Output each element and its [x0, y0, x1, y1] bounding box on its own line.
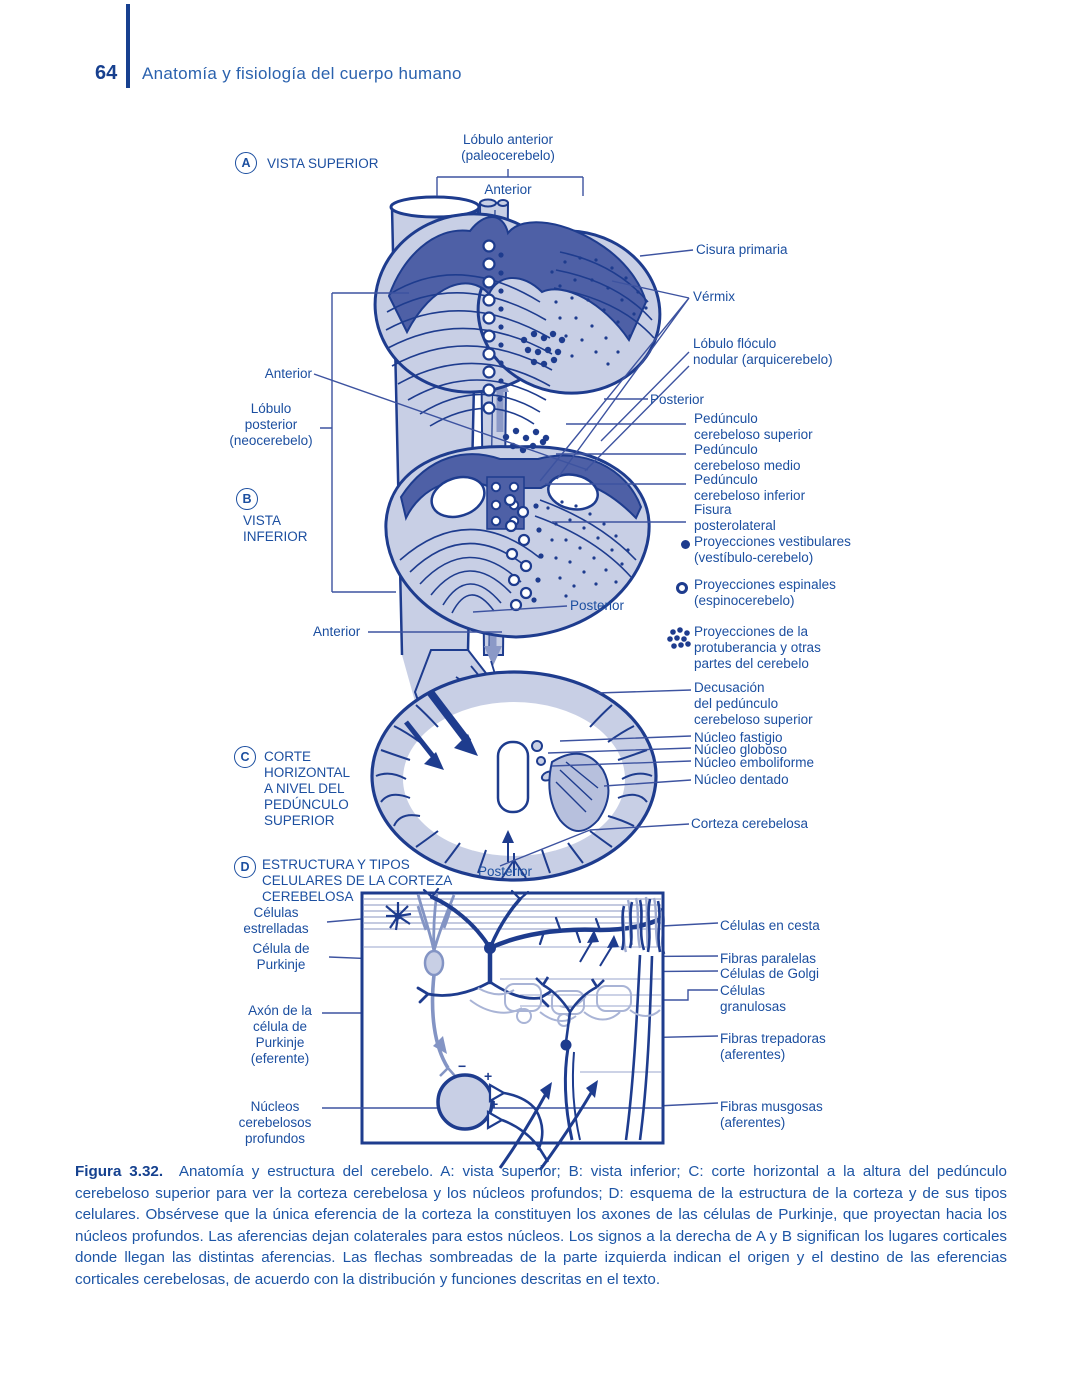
label-pedunculo-inferior: Pedúnculo cerebeloso inferior [694, 472, 806, 503]
view-b-inferior [384, 427, 651, 639]
plus-sign-bottom: + [490, 1096, 499, 1112]
label-pedunculo-medio: Pedúnculo cerebeloso medio [694, 442, 801, 473]
panel-b-title: VISTA INFERIOR [243, 513, 308, 544]
label-decusacion: Decusación del pedúnculo cerebeloso supe… [694, 680, 813, 727]
label-fibras-trepadoras: Fibras trepadoras (aferentes) [720, 1031, 826, 1062]
minus-sign: − [458, 1058, 467, 1074]
figure-caption-label: Figura 3.32. [75, 1163, 164, 1180]
filled-dot-icon [681, 540, 690, 549]
label-fibras-musgosas: Fibras musgosas (aferentes) [720, 1099, 823, 1130]
label-pedunculo-superior: Pedúnculo cerebeloso superior [694, 411, 813, 442]
label-nucleo-fastigio: Núcleo fastigio [694, 730, 783, 745]
label-lobulo-floculo: Lóbulo flóculo nodular (arquicerebelo) [693, 336, 833, 367]
label-fisura-posterolateral: Fisura posterolateral [694, 502, 776, 533]
panel-c-badge: C [234, 746, 256, 768]
legend-espinal: Proyecciones espinales (espinocerebelo) [694, 577, 836, 608]
legend-protuberancia: Proyecciones de la protuberancia y otras… [694, 624, 821, 671]
label-axon-purkinje: Axón de la célula de Purkinje (eferente) [248, 1003, 312, 1066]
dot-cluster-icon [667, 627, 691, 649]
label-anterior-a: Anterior [264, 366, 312, 381]
label-celula-purkinje: Célula de Purkinje [252, 941, 310, 972]
panel-a-title: VISTA SUPERIOR [267, 155, 379, 171]
view-a-superior [373, 212, 662, 427]
label-lobulo-posterior: Lóbulo posterior (neocerebelo) [229, 401, 313, 448]
panel-d-title: ESTRUCTURA Y TIPOS CELULARES DE LA CORTE… [262, 857, 453, 904]
label-posterior-a: Posterior [650, 392, 705, 407]
figure-caption-text: Anatomía y estructura del cerebelo. A: v… [75, 1163, 1007, 1288]
panel-b-badge: B [236, 488, 258, 510]
panel-d-badge: D [234, 856, 256, 878]
label-posterior-b: Posterior [570, 598, 625, 613]
label-nucleo-emboliforme: Núcleo emboliforme [694, 755, 815, 770]
panel-a-header: A VISTA SUPERIOR [235, 152, 379, 174]
panel-c-title: CORTE HORIZONTAL A NIVEL DEL PEDÚNCULO S… [264, 749, 351, 828]
plus-sign-top: + [484, 1068, 493, 1084]
figure-caption: Figura 3.32. Anatomía y estructura del c… [75, 1161, 1007, 1290]
header-divider [126, 4, 130, 88]
deep-nuclei-circle [436, 1073, 494, 1131]
label-lobulo-anterior: Lóbulo anterior (paleocerebelo) [461, 132, 555, 163]
label-nucleo-dentado: Núcleo dentado [694, 772, 789, 787]
label-fibras-paralelas: Fibras paralelas [720, 951, 817, 966]
page-title: Anatomía y fisiología del cuerpo humano [142, 64, 462, 83]
page-number: 64 [95, 62, 118, 84]
panel-a-badge: A [235, 152, 257, 174]
label-cisura-primaria: Cisura primaria [696, 242, 788, 257]
label-celulas-estrelladas: Células estrelladas [243, 905, 309, 936]
legend-vestibular: Proyecciones vestibulares (vestíbulo-cer… [694, 534, 851, 565]
label-anterior-top: Anterior [484, 182, 532, 197]
label-nucleos-profundos: Núcleos cerebelosos profundos [238, 1099, 312, 1146]
label-celulas-cesta: Células en cesta [720, 918, 820, 933]
label-anterior-b: Anterior [313, 624, 361, 639]
open-circle-icon [676, 582, 688, 594]
label-posterior-c: Posterior [478, 864, 533, 879]
view-d-cortex [322, 887, 666, 1171]
label-corteza-cerebelosa: Corteza cerebelosa [691, 816, 809, 831]
label-celulas-golgi: Células de Golgi [720, 966, 820, 981]
label-vermix: Vérmix [693, 289, 736, 304]
label-nucleo-globoso: Núcleo globoso [694, 742, 788, 757]
label-celulas-granulosas: Células granulosas [720, 983, 787, 1014]
